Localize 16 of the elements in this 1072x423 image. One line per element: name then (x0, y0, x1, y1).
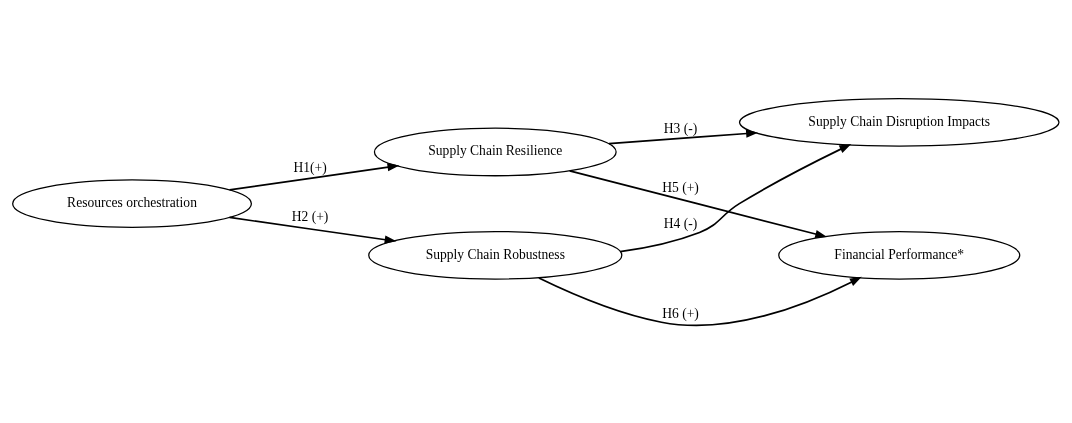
edge-label: H5 (+) (662, 179, 699, 195)
arrow (538, 276, 862, 326)
edge-label: H6 (+) (662, 305, 699, 321)
arrow (619, 143, 852, 252)
edge-label: H2 (+) (291, 208, 329, 224)
edge-label: H3 (-) (663, 120, 698, 136)
edge-label: H4 (-) (663, 215, 698, 231)
arrow (228, 162, 400, 191)
arrow (608, 128, 758, 144)
node-ellipse: Resources orchestration (12, 178, 252, 228)
arrow (568, 169, 828, 238)
node-ellipse: Supply Chain Disruption Impacts (738, 97, 1060, 147)
node-ellipse: Supply Chain Robustness (368, 230, 623, 280)
node-ellipse: Supply Chain Resilience (373, 127, 617, 176)
arrow (228, 216, 397, 244)
edge-label: H1(+) (293, 159, 327, 175)
